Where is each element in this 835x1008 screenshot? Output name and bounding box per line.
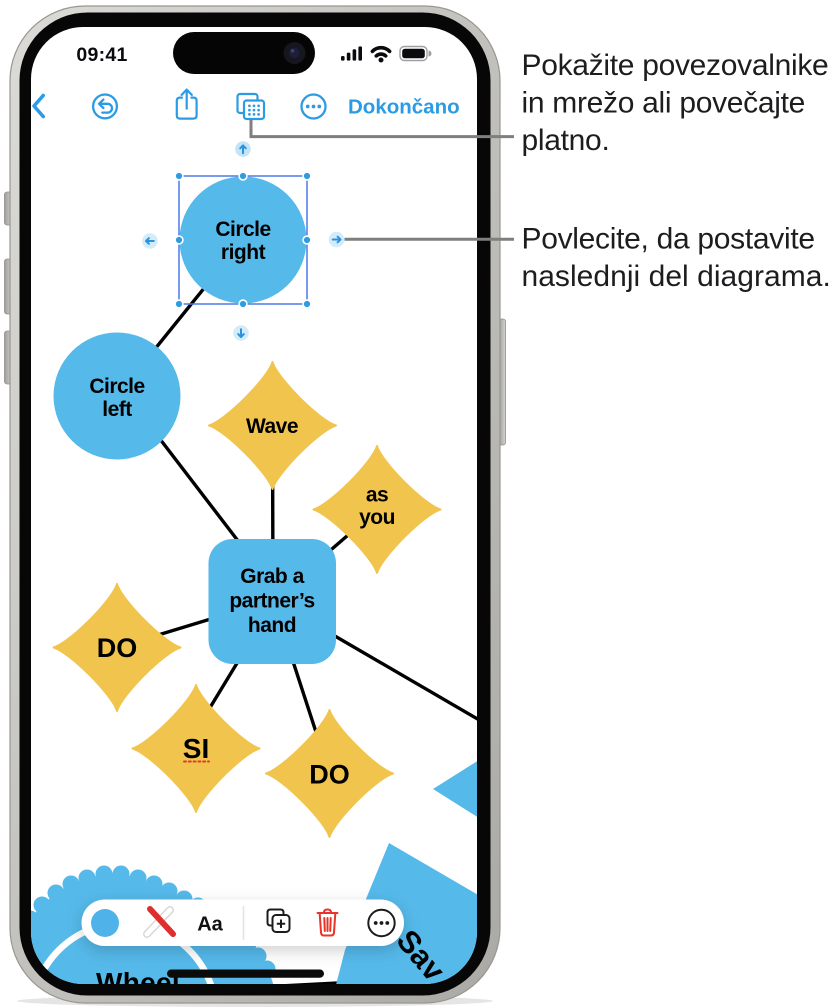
svg-text:Circle: Circle	[215, 218, 270, 241]
svg-text:Aa: Aa	[197, 914, 223, 936]
svg-text:09:41: 09:41	[76, 44, 127, 66]
svg-text:Wheel: Wheel	[96, 967, 180, 998]
svg-text:you: you	[359, 506, 395, 529]
svg-text:hand: hand	[248, 614, 296, 637]
svg-text:platno.: platno.	[522, 124, 610, 157]
svg-text:Circle: Circle	[89, 375, 144, 398]
svg-text:left: left	[102, 398, 132, 421]
svg-text:partner’s: partner’s	[229, 590, 314, 613]
svg-text:Dokončano: Dokončano	[348, 96, 460, 119]
svg-text:right: right	[221, 241, 266, 264]
svg-text:DO: DO	[309, 760, 350, 790]
svg-text:as: as	[366, 484, 388, 507]
svg-text:Grab a: Grab a	[240, 565, 304, 588]
svg-text:DO: DO	[97, 633, 138, 663]
svg-text:in mrežo ali povečajte: in mrežo ali povečajte	[522, 87, 806, 120]
svg-text:naslednji del diagrama.: naslednji del diagrama.	[522, 260, 831, 293]
svg-text:Pokažite povezovalnike: Pokažite povezovalnike	[522, 49, 829, 82]
svg-text:SI: SI	[183, 733, 209, 764]
svg-text:Wave: Wave	[246, 415, 298, 438]
svg-text:Povlecite, da postavite: Povlecite, da postavite	[522, 223, 815, 256]
